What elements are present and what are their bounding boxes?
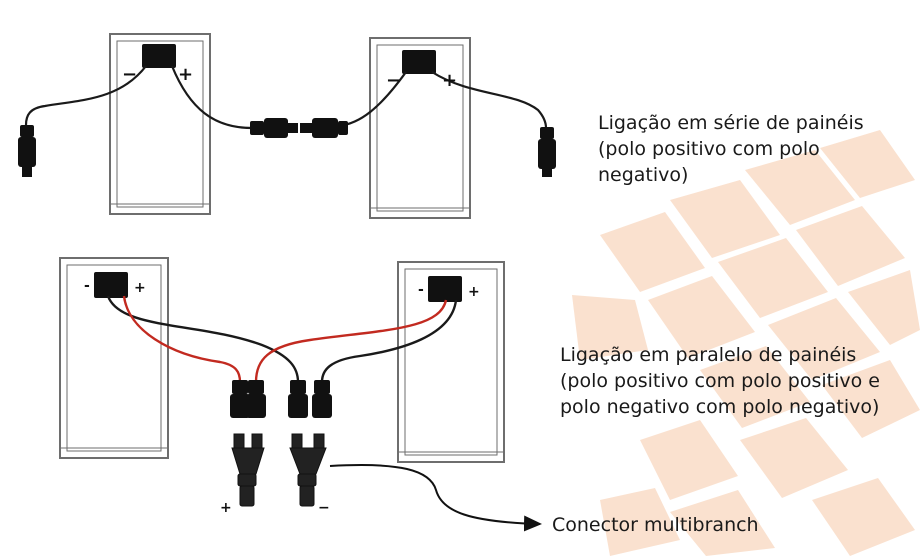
polarity-minus-parallel-left: - [84,278,90,294]
cable-parallel-right-negative [320,299,458,383]
cable-parallel-right-positive [254,299,448,383]
mc4-connector-series-left-end [18,125,36,177]
series-panel-left [109,33,211,215]
junction-box-parallel-right [428,276,462,302]
cable-parallel-left-negative [106,295,300,383]
parallel-panel-left [59,257,169,459]
mc4-connector-series-right-end [538,127,556,177]
polarity-plus-parallel-right: + [468,284,480,300]
polarity-minus-series-left: − [122,64,137,85]
cable-series-left-negative [24,65,147,126]
multibranch-connector-negative [289,433,327,507]
cable-parallel-left-positive [122,295,242,383]
polarity-plus-parallel-left: + [134,280,146,296]
polarity-minus-series-right: − [386,70,401,91]
junction-box-series-right [402,50,436,74]
mc4-connectors-parallel-upper [230,380,332,418]
polarity-minus-multibranch: − [318,500,330,516]
polarity-plus-series-right: + [442,70,457,91]
cable-series-right-positive [431,71,548,129]
junction-box-series-left [142,44,176,68]
cable-series-left-positive [170,65,253,130]
mc4-connector-series-middle [250,118,348,138]
polarity-minus-parallel-right: - [418,282,424,298]
parallel-connection-caption: Ligação em paralelo de painéis (polo pos… [560,344,880,418]
multibranch-connector-positive [231,433,265,507]
parallel-panel-right [397,261,505,463]
polarity-plus-series-left: + [178,64,193,85]
connector-callout-arrow [329,464,542,532]
multibranch-connector-caption: Conector multibranch [552,514,759,536]
polarity-plus-multibranch: + [220,500,232,516]
junction-box-parallel-left [94,272,128,298]
series-connection-caption: Ligação em série de painéis (polo positi… [598,112,864,186]
series-panel-right [369,37,471,219]
watermark-tiles [572,130,920,556]
